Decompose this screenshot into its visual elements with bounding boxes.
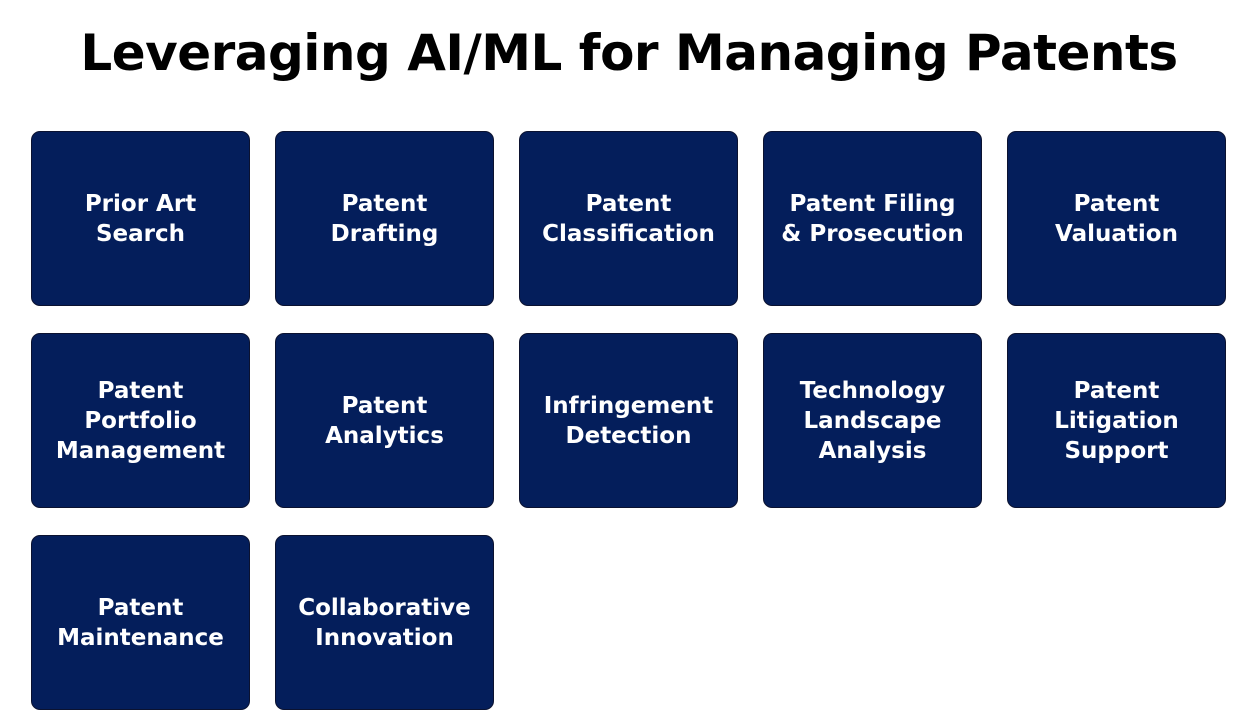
tile-label: Patent Classification xyxy=(542,190,715,247)
tile-technology-landscape-analysis: Technology Landscape Analysis xyxy=(763,333,982,508)
page-title: Leveraging AI/ML for Managing Patents xyxy=(80,24,1178,82)
tile-patent-analytics: Patent Analytics xyxy=(275,333,494,508)
tile-patent-classification: Patent Classification xyxy=(519,131,738,306)
tile-patent-filing-prosecution: Patent Filing & Prosecution xyxy=(763,131,982,306)
tile-prior-art-search: Prior Art Search xyxy=(31,131,250,306)
tile-label: Infringement Detection xyxy=(543,392,714,449)
topic-grid: Prior Art Search Patent Drafting Patent … xyxy=(31,131,1226,710)
tile-label: Patent Drafting xyxy=(330,190,439,247)
tile-patent-drafting: Patent Drafting xyxy=(275,131,494,306)
tile-label: Patent Analytics xyxy=(325,392,444,449)
tile-patent-litigation-support: Patent Litigation Support xyxy=(1007,333,1226,508)
tile-patent-portfolio-management: Patent Portfolio Management xyxy=(31,333,250,508)
tile-infringement-detection: Infringement Detection xyxy=(519,333,738,508)
tile-label: Patent Portfolio Management xyxy=(55,377,226,464)
tile-patent-maintenance: Patent Maintenance xyxy=(31,535,250,710)
tile-label: Patent Filing & Prosecution xyxy=(781,190,964,247)
tile-label: Prior Art Search xyxy=(84,190,197,247)
tile-label: Technology Landscape Analysis xyxy=(799,377,946,464)
tile-label: Patent Litigation Support xyxy=(1054,377,1179,464)
tile-patent-valuation: Patent Valuation xyxy=(1007,131,1226,306)
tile-label: Patent Valuation xyxy=(1055,190,1178,247)
tile-label: Collaborative Innovation xyxy=(298,594,471,651)
tile-label: Patent Maintenance xyxy=(57,594,224,651)
tile-collaborative-innovation: Collaborative Innovation xyxy=(275,535,494,710)
